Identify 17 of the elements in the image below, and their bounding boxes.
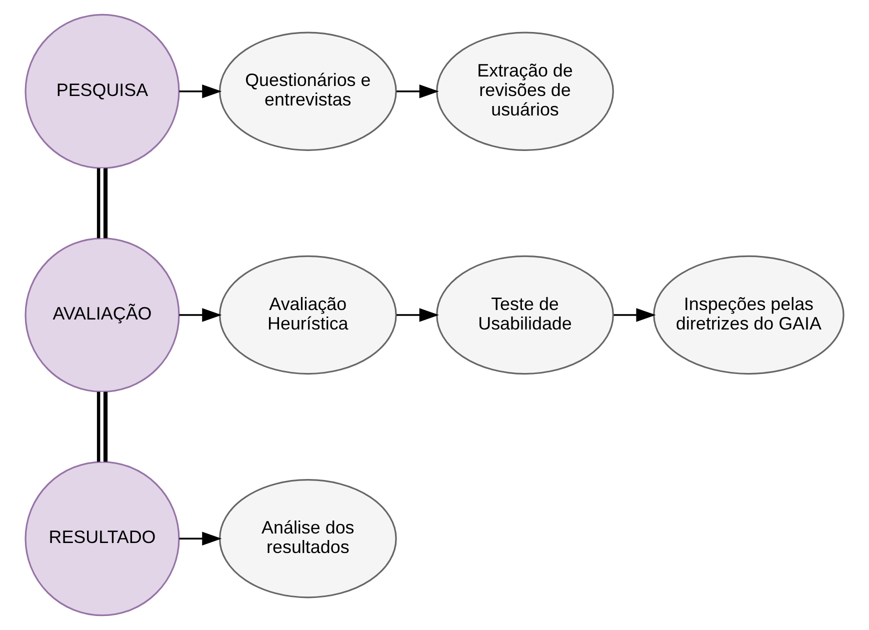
node-ellipse: Teste de Usabilidade <box>436 255 614 375</box>
node-ellipse: Questionários e entrevistas <box>218 32 397 151</box>
connector <box>96 168 108 238</box>
node-ellipse: Avaliação Heurística <box>218 255 397 375</box>
node-circle: AVALIAÇÃO <box>24 237 180 393</box>
node-circle: RESULTADO <box>24 461 180 616</box>
node-ellipse: Inspeções pelas diretrizes do GAIA <box>653 255 844 375</box>
arrow <box>179 532 222 546</box>
node-circle: PESQUISA <box>24 14 180 169</box>
arrow <box>614 308 656 322</box>
arrow <box>396 308 439 322</box>
node-ellipse: Análise dos resultados <box>218 479 397 598</box>
arrow <box>179 84 222 98</box>
connector <box>96 392 108 462</box>
arrow <box>179 308 222 322</box>
arrow <box>396 84 439 98</box>
node-ellipse: Extração de revisões de usuários <box>436 32 614 151</box>
